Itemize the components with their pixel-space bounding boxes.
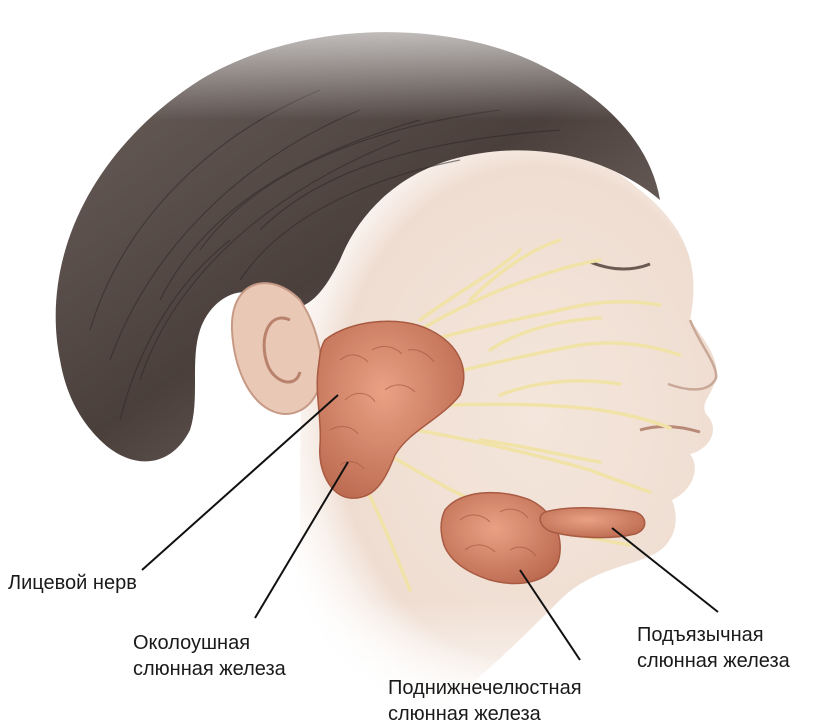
- submandibular-label: Поднижнечелюстная слюнная железа: [388, 675, 582, 723]
- sublingual-line-2: слюнная железа: [637, 648, 790, 674]
- parotid-line-2: слюнная железа: [133, 656, 286, 682]
- sublingual-gland: [540, 508, 645, 538]
- facial-nerve-text: Лицевой нерв: [8, 570, 137, 596]
- parotid-label: Околоушная слюнная железа: [133, 630, 286, 682]
- facial-nerve-label: Лицевой нерв: [8, 570, 137, 596]
- submandibular-line-1: Поднижнечелюстная: [388, 675, 582, 701]
- sublingual-label: Подъязычная слюнная железа: [637, 622, 790, 674]
- sublingual-line-1: Подъязычная: [637, 622, 790, 648]
- parotid-line-1: Околоушная: [133, 630, 286, 656]
- submandibular-line-2: слюнная железа: [388, 701, 582, 723]
